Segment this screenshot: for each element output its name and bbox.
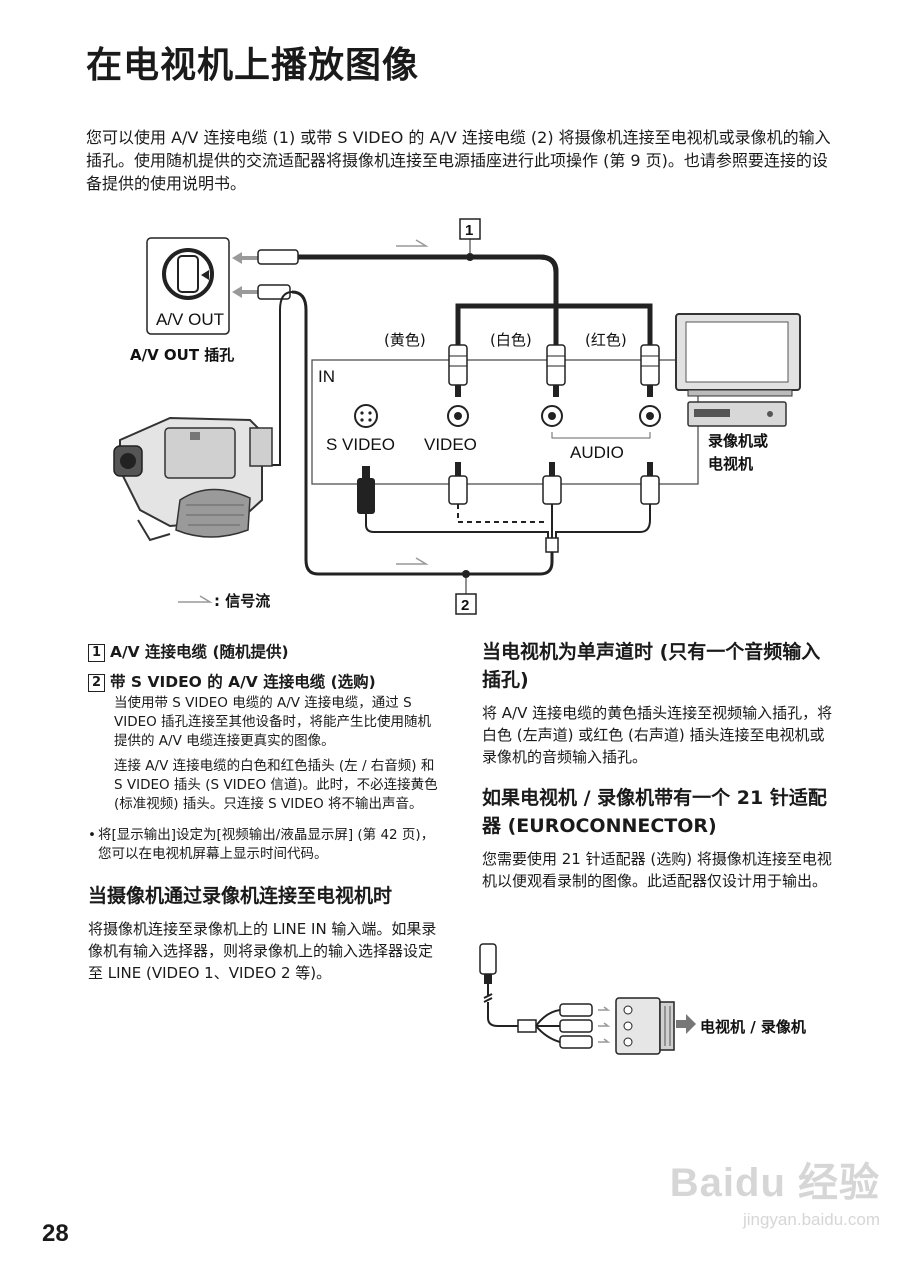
page-number: 28	[42, 1220, 69, 1247]
mono-section-heading: 当电视机为单声道时 (只有一个音频输入插孔)	[482, 641, 821, 691]
rca-plug-red-icon	[640, 344, 660, 397]
right-column: 当电视机为单声道时 (只有一个音频输入插孔) 将 A/V 连接电缆的黄色插头连接…	[482, 638, 834, 892]
item-1-number: 1	[88, 644, 105, 662]
svideo-plug-icon	[479, 943, 497, 984]
av-plug-icon	[257, 249, 299, 265]
baidu-watermark: Baidu 经验 jingyan.baidu.com	[640, 1150, 880, 1230]
svideo-label: S VIDEO	[326, 435, 395, 454]
euro-target-label: 电视机 / 录像机	[700, 1018, 806, 1036]
av-out-jack-label: A/V OUT 插孔	[130, 346, 234, 364]
arrow-right-icon	[676, 1014, 696, 1034]
signal-arrow-icon	[396, 239, 429, 247]
item-2-paragraph-1: 当使用带 S VIDEO 电缆的 A/V 连接电缆，通过 S VIDEO 插孔连…	[114, 695, 432, 749]
av-out-jack-icon	[146, 237, 230, 335]
cable-1-number: 1	[465, 222, 473, 239]
item-1-text: A/V 连接电缆 (随机提供)	[110, 643, 289, 661]
euroconnector-diagram: 电视机 / 录像机	[479, 943, 806, 1055]
intro-paragraph: 您可以使用 A/V 连接电缆 (1) 或带 S VIDEO 的 A/V 连接电缆…	[86, 128, 831, 193]
bullet-icon: •	[88, 827, 96, 843]
tv-icon	[675, 313, 801, 397]
connection-diagram: A/V OUT A/V OUT 插孔 1 (黄色) (白色) (红色) IN	[113, 218, 801, 615]
signal-flow-legend: : 信号流	[214, 592, 270, 610]
cable-2-number: 2	[461, 597, 469, 614]
cable-1-number-box	[459, 218, 481, 240]
mono-section-body: 将 A/V 连接电缆的黄色插头连接至视频输入插孔，将白色 (左声道) 或红色 (…	[482, 704, 833, 766]
euro-section-body: 您需要使用 21 针适配器 (选购) 将摄像机连接至电视机以便观看录制的图像。此…	[482, 850, 832, 890]
camcorder-icon	[113, 416, 273, 542]
signal-arrow-icon	[396, 557, 429, 565]
timecode-note: • 将[显示输出]设定为[视频输出/液晶显示屏] (第 42 页)，您可以在电视…	[88, 826, 440, 864]
rca-plug-yellow-icon	[448, 344, 468, 397]
arrow-right-icon	[598, 1006, 611, 1043]
scart-adapter-icon	[615, 997, 675, 1055]
signal-arrow-icon	[178, 595, 213, 603]
rca-plug-bottom-icon	[448, 462, 660, 505]
yellow-label: (黄色)	[384, 331, 426, 349]
video-jack-icon	[447, 405, 469, 427]
left-column: 1 A/V 连接电缆 (随机提供) 2 带 S VIDEO 的 A/V 连接电缆 (…	[88, 640, 440, 984]
arrow-left-icon	[232, 286, 258, 298]
audio-right-jack-icon	[639, 405, 661, 427]
timecode-note-text: 将[显示输出]设定为[视频输出/液晶显示屏] (第 42 页)，您可以在电视机屏…	[98, 827, 435, 862]
av-out-plate-label: A/V OUT	[156, 310, 224, 329]
audio-label: AUDIO	[570, 443, 624, 462]
red-label: (红色)	[585, 331, 627, 349]
video-label: VIDEO	[424, 435, 477, 454]
vcr-section-body: 将摄像机连接至录像机上的 LINE IN 输入端。如果录像机有输入选择器，则将录…	[88, 920, 437, 982]
item-2-paragraph-2: 连接 A/V 连接电缆的白色和红色插头 (左 / 右音频) 和 S VIDEO …	[114, 758, 438, 812]
audio-left-jack-icon	[541, 405, 563, 427]
device-label-line1: 录像机或	[708, 432, 768, 450]
device-label-line2: 电视机	[708, 455, 753, 473]
white-label: (白色)	[490, 331, 532, 349]
in-label: IN	[318, 367, 335, 386]
watermark-url: jingyan.baidu.com	[742, 1210, 880, 1229]
arrow-left-icon	[232, 252, 258, 264]
rca-plugs-icon	[559, 1003, 593, 1049]
watermark-logo: Baidu 经验	[669, 1161, 880, 1205]
cable-2-number-box	[455, 593, 477, 615]
page-title: 在电视机上播放图像	[86, 45, 420, 86]
item-2-text: 带 S VIDEO 的 A/V 连接电缆 (选购)	[110, 673, 376, 691]
svideo-jack-icon	[354, 404, 378, 428]
euro-section-heading: 如果电视机 / 录像机带有一个 21 针适配器 (EUROCONNECTOR)	[482, 787, 827, 837]
cable-item-1: 1 A/V 连接电缆 (随机提供)	[88, 640, 440, 664]
cable-item-2: 2 带 S VIDEO 的 A/V 连接电缆 (选购)	[88, 670, 440, 694]
svideo-plug-icon	[257, 284, 291, 300]
vcr-icon	[687, 401, 787, 427]
svideo-plug-bottom-icon	[357, 466, 375, 514]
rca-plug-white-icon	[546, 344, 566, 397]
item-2-number: 2	[88, 674, 105, 692]
vcr-section-heading: 当摄像机通过录像机连接至电视机时	[88, 885, 393, 907]
